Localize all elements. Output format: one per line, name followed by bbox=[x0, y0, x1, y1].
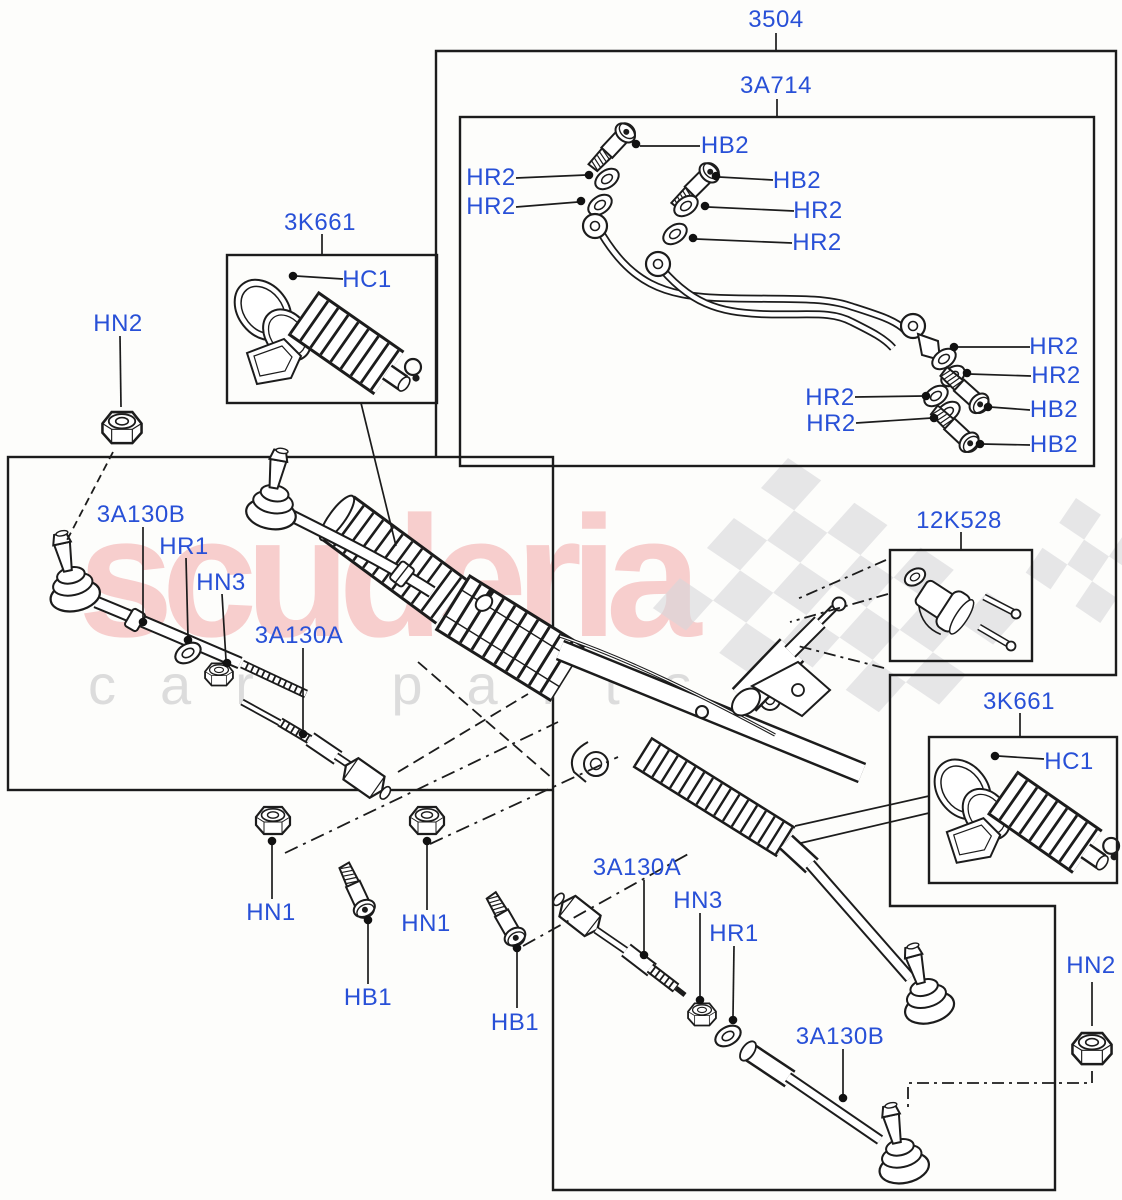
dashed-axis-lines bbox=[65, 451, 1093, 1108]
part-label-hc1-15: HC1 bbox=[342, 266, 392, 293]
part-label-hc1-23: HC1 bbox=[1044, 748, 1094, 775]
part-label-hr1-30: HR1 bbox=[709, 920, 759, 947]
part-label-hr2-4: HR2 bbox=[466, 193, 516, 220]
part-label-hr2-7: HR2 bbox=[792, 229, 842, 256]
part-label-hb1-26: HB1 bbox=[343, 984, 393, 1011]
part-label-hr2-9: HR2 bbox=[1031, 362, 1081, 389]
box-3k661-left bbox=[225, 253, 439, 405]
box-3k661-right bbox=[927, 735, 1119, 885]
part-label-12k528-21: 12K528 bbox=[916, 507, 1002, 534]
part-label-hb2-5: HB2 bbox=[772, 167, 822, 194]
part-label-hr2-12: HR2 bbox=[805, 384, 855, 411]
part-label-hb2-11: HB2 bbox=[1029, 431, 1079, 458]
part-label-3a714-1: 3A714 bbox=[740, 72, 812, 99]
part-label-hn3-19: HN3 bbox=[196, 569, 246, 596]
part-label-hr2-13: HR2 bbox=[806, 410, 856, 437]
part-label-3a130a-20: 3A130A bbox=[254, 622, 344, 649]
part-label-3k661-22: 3K661 bbox=[983, 688, 1055, 715]
part-label-hn2-32: HN2 bbox=[1066, 952, 1116, 979]
part-label-hn2-16: HN2 bbox=[93, 310, 143, 337]
pipe-fasteners bbox=[581, 117, 995, 458]
part-label-3a130b-17: 3A130B bbox=[96, 501, 186, 528]
sensor-12k528 bbox=[903, 567, 1022, 652]
tie-rod-inner-left bbox=[240, 698, 392, 800]
part-label-hr1-18: HR1 bbox=[159, 533, 209, 560]
part-label-hr2-6: HR2 bbox=[793, 197, 843, 224]
leader-dots bbox=[138, 139, 1000, 1103]
part-label-3a130a-28: 3A130A bbox=[592, 854, 682, 881]
part-label-hb1-27: HB1 bbox=[490, 1009, 540, 1036]
part-label-hb2-2: HB2 bbox=[700, 132, 750, 159]
part-label-hn1-24: HN1 bbox=[246, 899, 296, 926]
leader-lines bbox=[119, 33, 1093, 1094]
tie-rod-upper-complete bbox=[289, 510, 436, 598]
part-label-hb2-10: HB2 bbox=[1029, 396, 1079, 423]
part-label-hr2-8: HR2 bbox=[1029, 333, 1079, 360]
tie-rod-inner-bottom bbox=[552, 892, 687, 997]
feed-pipes bbox=[593, 224, 908, 351]
part-label-hn3-29: HN3 bbox=[673, 887, 723, 914]
part-label-hn1-25: HN1 bbox=[401, 910, 451, 937]
tie-rod-outer-bottom bbox=[739, 1040, 884, 1145]
part-label-3k661-14: 3K661 bbox=[284, 209, 356, 236]
steering-rack-assembly bbox=[318, 494, 915, 982]
part-label-hr2-3: HR2 bbox=[466, 164, 516, 191]
part-label-3504-0: 3504 bbox=[748, 6, 804, 33]
part-label-3a130b-31: 3A130B bbox=[795, 1023, 885, 1050]
